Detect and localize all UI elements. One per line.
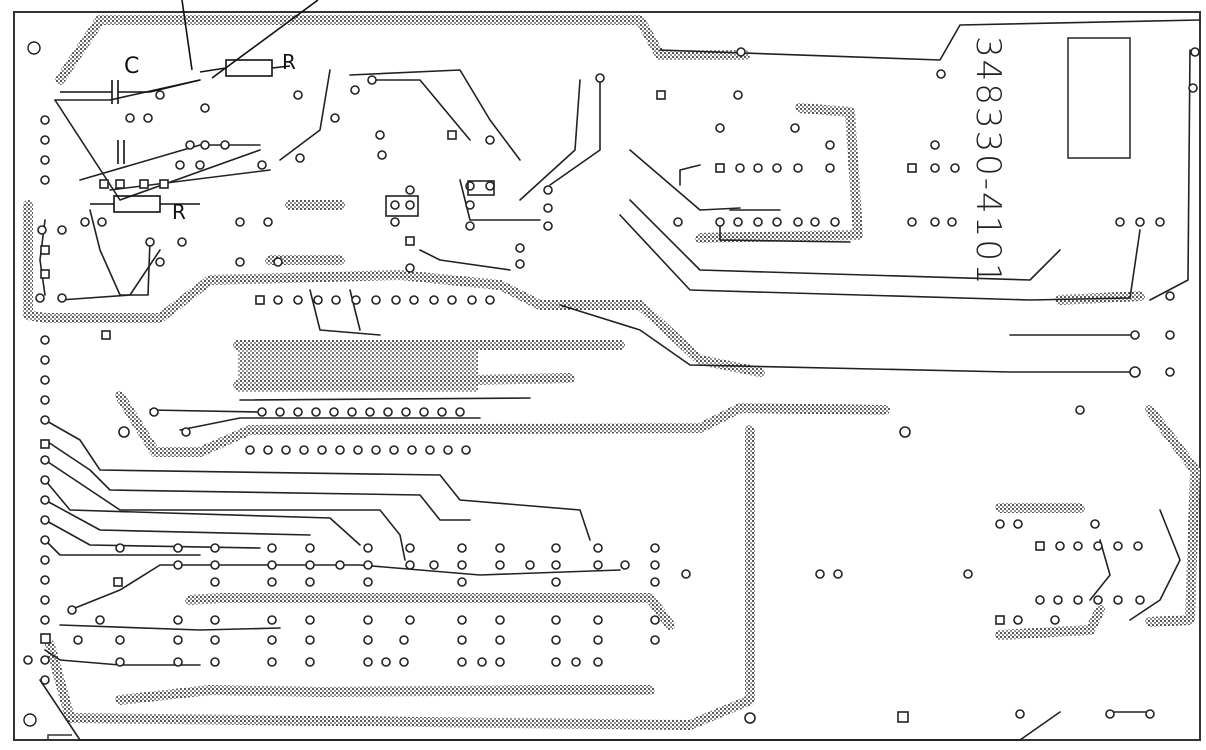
resistor-r2-symbol	[113, 195, 161, 213]
leader-line-1	[181, 0, 193, 71]
mounting-hole-bottom-left	[23, 713, 37, 727]
square-pads	[40, 90, 1045, 723]
round-pads	[23, 47, 1200, 724]
board-corner-mark	[47, 734, 72, 740]
label-box	[1067, 37, 1131, 159]
board-outline	[13, 11, 1201, 741]
mounting-holes	[23, 41, 41, 727]
resistor-label-middle: R	[172, 200, 186, 224]
board-part-number: 348330-4101	[968, 36, 1008, 287]
mounting-hole-top-left	[27, 41, 41, 55]
resistor-label-top: R	[282, 50, 296, 74]
capacitor-label: C	[124, 54, 140, 79]
leader-line-2	[211, 0, 319, 79]
capacitor-c-symbol	[60, 79, 201, 104]
component-annotations	[60, 0, 319, 213]
signal-traces	[39, 19, 1201, 741]
connector-block	[238, 340, 478, 392]
